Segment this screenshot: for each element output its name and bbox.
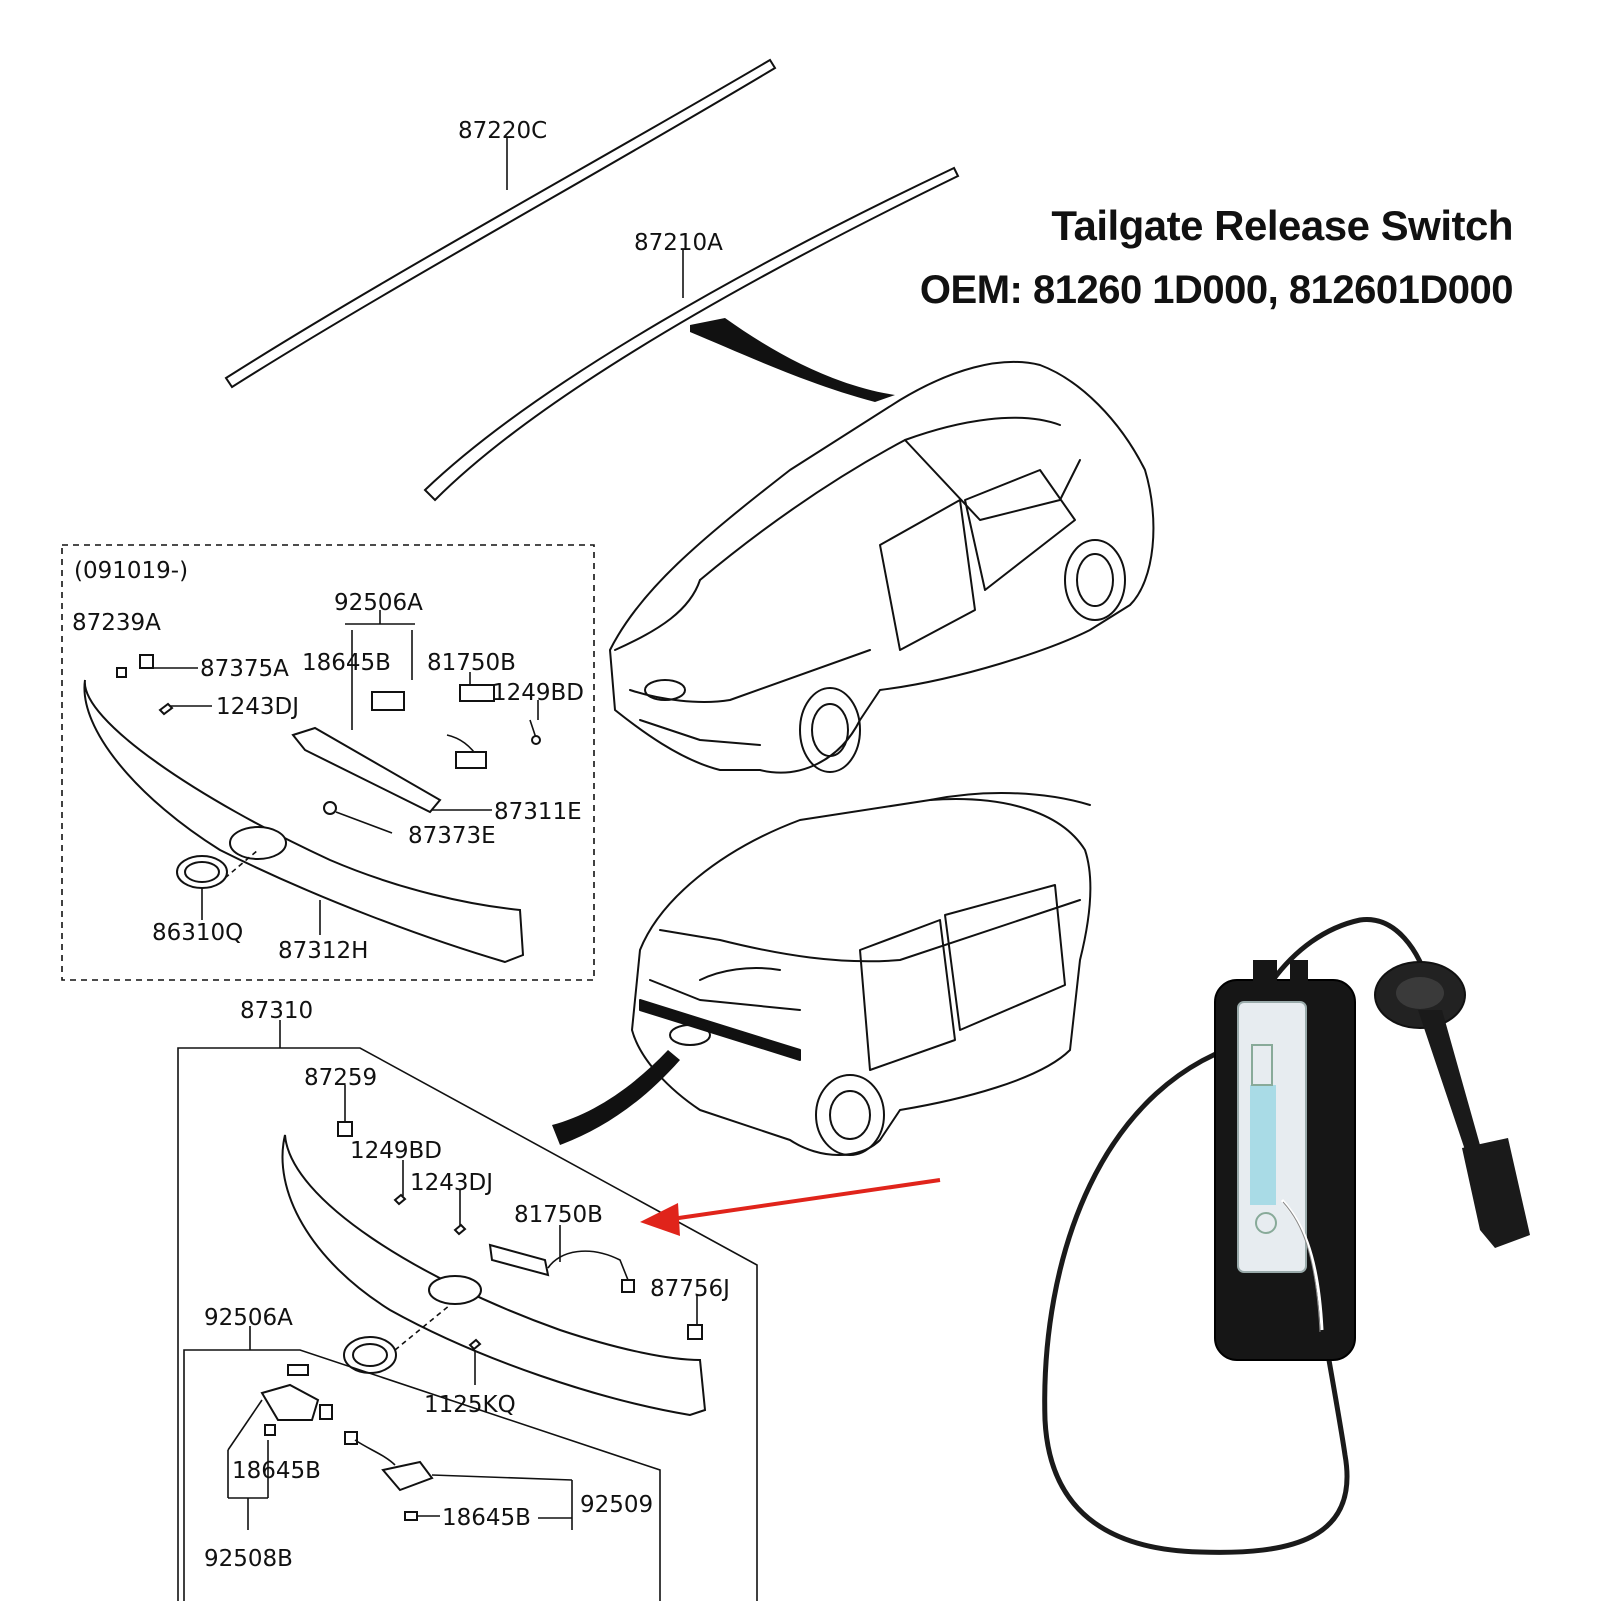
- oem-number: OEM: 81260 1D000, 812601D000: [919, 268, 1514, 312]
- label-87310: 87310: [240, 998, 313, 1024]
- molding-87220c: [224, 58, 777, 389]
- molding-87210a: [423, 166, 960, 502]
- label-1243dj-bottom: 1243DJ: [410, 1170, 493, 1196]
- label-81750b-top: 81750B: [427, 650, 516, 676]
- callout-wedge-roof: [690, 318, 895, 402]
- bracket-87310: [177, 1047, 758, 1601]
- inset-date-code: (091019-): [74, 558, 188, 584]
- label-1249bd-top: 1249BD: [492, 680, 584, 706]
- product-title: Tailgate Release Switch: [1051, 202, 1513, 249]
- car-rear-view: [631, 792, 1092, 1156]
- callout-wedge-rear: [552, 1050, 680, 1145]
- label-87259: 87259: [304, 1065, 377, 1091]
- product-photo-switch: [1042, 917, 1530, 1555]
- label-87210a: 87210A: [634, 230, 723, 256]
- kia-emblem-icon-bottom: [343, 1336, 397, 1374]
- label-87239a: 87239A: [72, 610, 161, 636]
- label-1249bd-bottom: 1249BD: [350, 1138, 442, 1164]
- label-87375a: 87375A: [200, 656, 289, 682]
- kia-emblem-icon: [176, 855, 228, 889]
- label-87756j: 87756J: [650, 1276, 730, 1302]
- label-92508b: 92508B: [204, 1546, 293, 1572]
- handle-87311e: [291, 726, 442, 814]
- car-front-view: [609, 360, 1155, 774]
- label-18645b-bottom-2: 18645B: [442, 1505, 531, 1531]
- red-arrow-icon: [640, 1178, 941, 1236]
- label-92506a-bottom: 92506A: [204, 1305, 293, 1331]
- label-86310q: 86310Q: [152, 920, 243, 946]
- garnish-87312h: [83, 679, 525, 964]
- inset-box: [61, 544, 595, 981]
- label-18645b-top: 18645B: [302, 650, 391, 676]
- label-92506a-top: 92506A: [334, 590, 423, 616]
- label-81750b-bottom: 81750B: [514, 1202, 603, 1228]
- label-1243dj-top: 1243DJ: [216, 694, 299, 720]
- label-18645b-bottom-1: 18645B: [232, 1458, 321, 1484]
- label-87373e: 87373E: [408, 823, 496, 849]
- label-87312h: 87312H: [278, 938, 368, 964]
- label-87220c: 87220C: [458, 118, 547, 144]
- label-87311e: 87311E: [494, 799, 582, 825]
- label-92509: 92509: [580, 1492, 653, 1518]
- garnish-bottom: [281, 1134, 707, 1417]
